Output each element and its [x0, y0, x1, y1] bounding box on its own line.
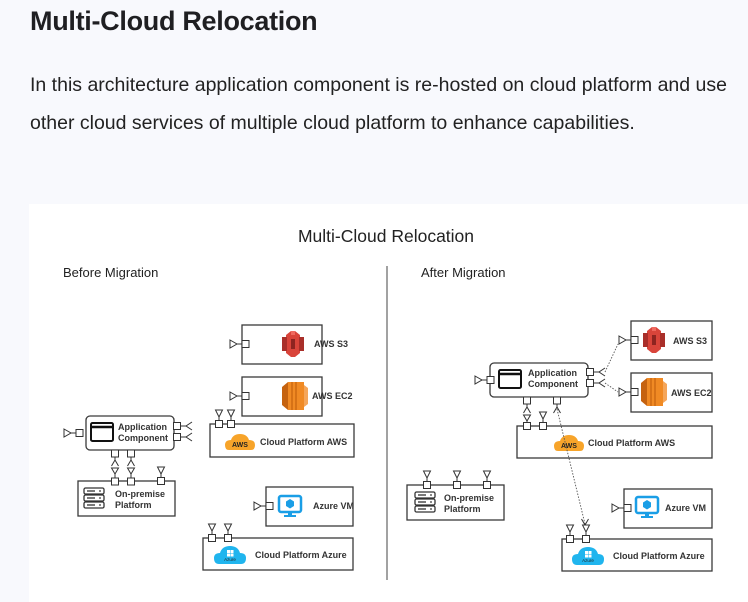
node-cloud-platform-aws: AWS Cloud Platform AWS [209, 409, 355, 458]
node-label: On-premise [444, 493, 494, 503]
svg-text:AWS: AWS [232, 442, 248, 449]
node-azure-vm: Azure VM [253, 486, 354, 527]
architecture-diagram: Multi-Cloud Relocation Before Migration … [29, 204, 748, 602]
node-label: Application [118, 422, 167, 432]
node-label: AWS S3 [314, 339, 348, 349]
node-label: Component [118, 433, 168, 443]
node-label: Azure VM [665, 503, 706, 513]
node-cloud-platform-azure: Azure Cloud Platform Azure [561, 524, 713, 572]
node-label: Application [528, 368, 577, 378]
server-icon [83, 487, 105, 509]
node-cloud-platform-azure: Azure Cloud Platform Azure [202, 523, 354, 571]
page-title: Multi-Cloud Relocation [30, 6, 318, 36]
node-label: Cloud Platform Azure [255, 550, 347, 560]
svg-text:AWS: AWS [561, 443, 577, 450]
panel-after: After Migration AWS S3 AWS EC2 Applicati… [406, 265, 713, 572]
node-on-premise-platform: On-premise Platform [406, 470, 505, 521]
node-application-component: Application Component [474, 362, 606, 398]
window-icon [497, 368, 523, 390]
window-icon [89, 421, 115, 443]
azure-cloud-icon: Azure [214, 546, 246, 564]
node-label: Cloud Platform AWS [588, 438, 675, 448]
node-on-premise-platform: On-premise Platform [77, 466, 176, 517]
ec2-icon [281, 381, 309, 411]
server-icon [414, 491, 436, 513]
node-label: AWS EC2 [312, 391, 353, 401]
node-cloud-platform-aws: AWS Cloud Platform AWS [516, 411, 713, 459]
node-label: Platform [115, 500, 152, 510]
ec2-icon [640, 377, 668, 407]
node-label: AWS EC2 [671, 388, 712, 398]
node-label: Cloud Platform Azure [613, 551, 705, 561]
node-aws-ec2: AWS EC2 [618, 372, 713, 413]
node-label: Platform [444, 504, 481, 514]
node-label: On-premise [115, 489, 165, 499]
svg-text:Azure: Azure [224, 557, 236, 562]
page-description: In this architecture application compone… [30, 74, 727, 134]
node-label: Azure VM [313, 501, 354, 511]
diagram-title: Multi-Cloud Relocation [298, 226, 474, 246]
node-azure-vm: Azure VM [611, 488, 713, 529]
node-aws-ec2: AWS EC2 [229, 376, 353, 417]
panel-heading-after: After Migration [421, 265, 506, 280]
azure-cloud-icon: Azure [572, 547, 604, 565]
node-aws-s3: AWS S3 [618, 320, 713, 361]
node-aws-s3: AWS S3 [229, 324, 348, 365]
connector-app-onprem [110, 449, 136, 478]
panel-before: Before Migration AWS S3 AWS EC2 AWS Clou… [63, 265, 355, 571]
connector-app-aws [522, 396, 561, 426]
aws-cloud-icon: AWS [225, 434, 255, 450]
aws-cloud-icon: AWS [554, 435, 584, 451]
connector-app-s3-ec2 [604, 343, 619, 393]
panel-heading-before: Before Migration [63, 265, 158, 280]
svg-text:Azure: Azure [582, 558, 594, 563]
node-label: Cloud Platform AWS [260, 437, 347, 447]
node-label: AWS S3 [673, 336, 707, 346]
node-application-component: Application Component [63, 415, 193, 451]
node-label: Component [528, 379, 578, 389]
